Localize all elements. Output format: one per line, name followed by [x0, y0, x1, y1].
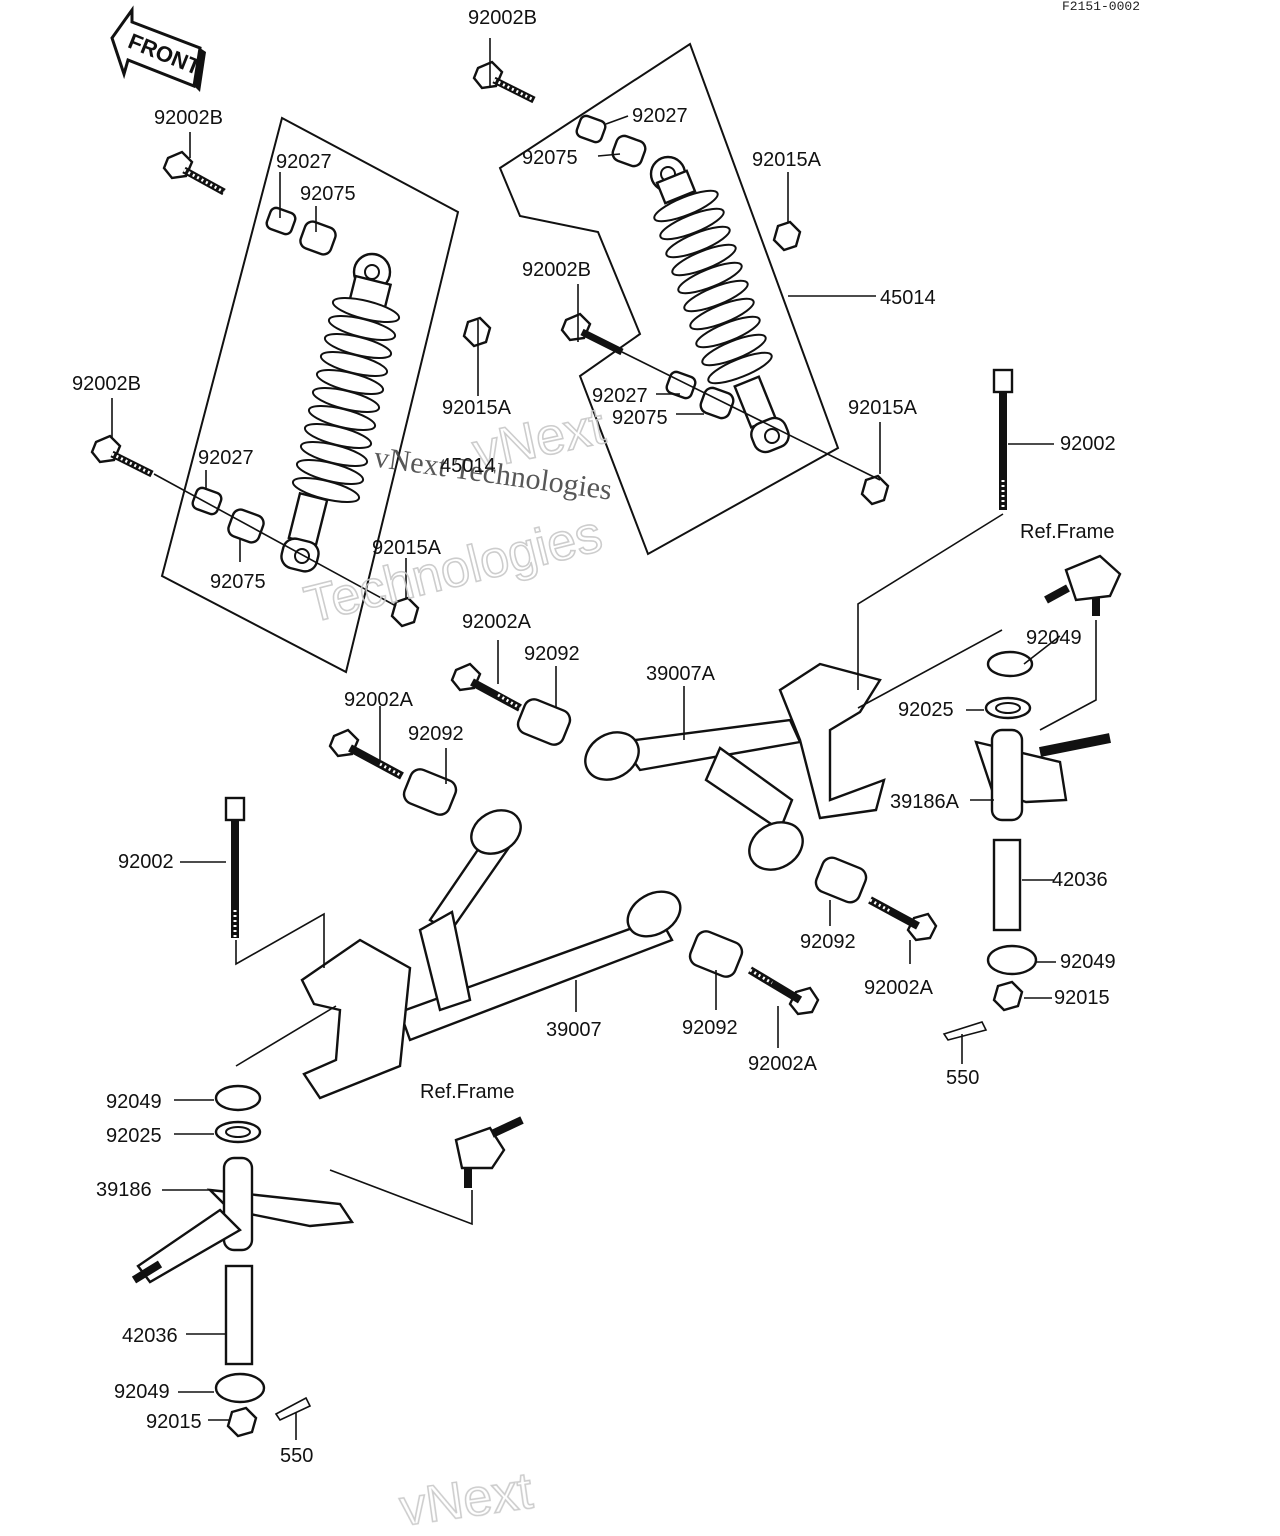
callout: 92049 — [106, 1091, 162, 1113]
callout: 39007A — [646, 663, 716, 685]
diagram-code: F2151-0002 — [1062, 0, 1140, 14]
callout: 42036 — [1052, 869, 1108, 891]
callout: 550 — [946, 1067, 979, 1089]
callout: 92027 — [276, 151, 332, 173]
callout: 92002B — [154, 107, 223, 129]
callout: 92015 — [1054, 987, 1110, 1009]
bolt-92002A-upper — [450, 662, 522, 712]
callout: 45014 — [440, 455, 496, 477]
callout: 92092 — [800, 931, 856, 953]
callout: 92015 — [146, 1411, 202, 1433]
callout: 92015A — [442, 397, 512, 419]
callout: 92002 — [1060, 433, 1116, 455]
callout: 92075 — [300, 183, 356, 205]
callout: 92092 — [682, 1017, 738, 1039]
bolt-92002B-left-top — [162, 150, 226, 196]
callout: 92092 — [524, 643, 580, 665]
bolt-92002A-right — [868, 896, 938, 942]
bolt-92002B-top — [472, 60, 536, 104]
bolt-92002A-low — [747, 966, 820, 1016]
left-shock-frame — [160, 116, 460, 674]
callout: 92049 — [114, 1381, 170, 1403]
assembly-lines — [111, 38, 1097, 1440]
right-knuckle-assembly — [942, 650, 1111, 1041]
callout: 92092 — [408, 723, 464, 745]
right-shock-frame — [498, 42, 840, 556]
watermark-outline-word: Technologies — [299, 505, 608, 635]
callout: 92002B — [72, 373, 141, 395]
watermark-brand-bottom: vNext — [396, 1462, 536, 1536]
callout-labels: 92002B 92027 92075 92015A 45014 92002B 9… — [72, 7, 1116, 1467]
callout: 550 — [280, 1445, 313, 1467]
callout: 92002 — [118, 851, 174, 873]
callout: 39186 — [96, 1179, 152, 1201]
callout: Ref.Frame — [420, 1081, 514, 1103]
callout: 92015A — [752, 149, 822, 171]
tie-rod-end-right — [1044, 554, 1122, 616]
callout: 39186A — [890, 791, 960, 813]
callout: 42036 — [122, 1325, 178, 1347]
front-arrow-icon: FRONT — [110, 5, 206, 92]
upper-arm-39007A — [402, 662, 886, 904]
callout: 92002A — [864, 977, 934, 999]
long-bolt-92002-left — [224, 796, 246, 938]
callout: Ref.Frame — [1020, 521, 1114, 543]
callout: 92002B — [522, 259, 591, 281]
callout: 92027 — [198, 447, 254, 469]
lower-arm-39007 — [300, 809, 744, 1100]
left-shock-absorber — [280, 252, 403, 573]
callout: 92075 — [522, 147, 578, 169]
callout: 92075 — [612, 407, 668, 429]
callout: 39007 — [546, 1019, 602, 1041]
bolt-92002A-mid — [328, 728, 404, 780]
right-shock-absorber — [649, 155, 790, 454]
callout: 45014 — [880, 287, 936, 309]
bushings — [191, 114, 735, 544]
callout: 92027 — [632, 105, 688, 127]
callout: 92002A — [344, 689, 414, 711]
callout: 92002A — [748, 1053, 818, 1075]
callout: 92015A — [372, 537, 442, 559]
nuts-92015A — [390, 220, 890, 628]
callout: 92015A — [848, 397, 918, 419]
left-knuckle-assembly — [131, 1084, 355, 1438]
callout: 92049 — [1060, 951, 1116, 973]
callout: 92025 — [898, 699, 954, 721]
bolt-92002B-mid-right — [560, 312, 624, 356]
callout: 92002A — [462, 611, 532, 633]
callout: 92049 — [1026, 627, 1082, 649]
callout: 92002B — [468, 7, 537, 29]
callout: 92025 — [106, 1125, 162, 1147]
long-bolt-92002-right — [992, 368, 1014, 510]
callout: 92027 — [592, 385, 648, 407]
bolt-92002B-left-mid — [90, 434, 154, 478]
callout: 92075 — [210, 571, 266, 593]
tie-rod-end-left — [454, 1116, 524, 1188]
